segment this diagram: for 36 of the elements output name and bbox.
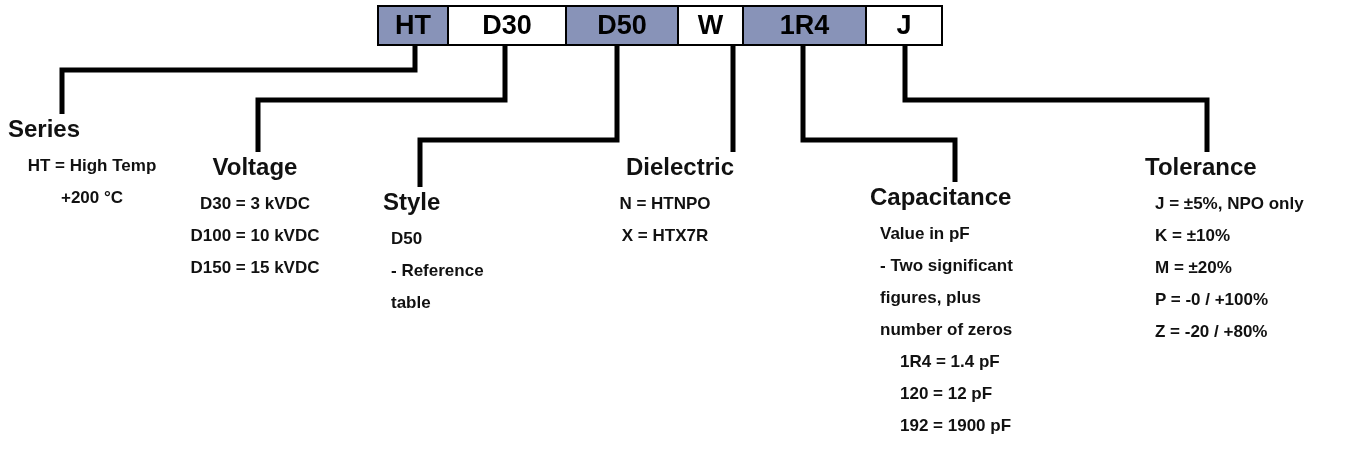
code-segment: D50 [565,5,679,46]
field-heading: Dielectric [624,152,736,182]
field-heading: Series [8,114,82,144]
leader-line [800,46,958,182]
code-description: D30 = 3 kVDC [198,193,312,215]
code-description: D150 = 15 kVDC [189,257,321,279]
code-segment: J [865,5,943,46]
code-description: M = ±20% [1154,257,1233,279]
code-description: 192 = 1900 pF [899,415,1013,437]
code-description: HT = High Temp +200 °C [26,155,158,209]
code-description: D50 [390,228,424,250]
leader-line [730,46,736,152]
code-segment: HT [377,5,449,46]
code-description: Z = -20 / +80% [1154,321,1269,343]
field-heading: Tolerance [1145,152,1258,182]
code-segment: 1R4 [742,5,867,46]
code-description: J = ±5%, NPO only [1154,193,1305,215]
code-description: 1R4 = 1.4 pF [899,351,1001,373]
code-description: P = -0 / +100% [1154,289,1270,311]
code-description: X = HTX7R [620,225,710,247]
field-heading: Style [383,187,442,217]
code-description: K = ±10% [1154,225,1231,247]
field-heading: Capacitance [870,182,1013,212]
field-heading: Voltage [211,152,299,182]
code-description: D100 = 10 kVDC [189,225,321,247]
code-segment: W [677,5,744,46]
code-description: Value in pF [879,223,971,245]
code-description: N = HTNPO [618,193,712,215]
leader-line [59,46,418,114]
leader-line [902,46,1210,152]
code-segment: D30 [447,5,567,46]
code-description: 120 = 12 pF [899,383,994,405]
leader-line [255,46,508,152]
code-description: - Reference table [390,260,485,314]
leader-line [417,46,620,187]
code-description: - Two significant figures, plus number of zeros [879,255,1014,341]
